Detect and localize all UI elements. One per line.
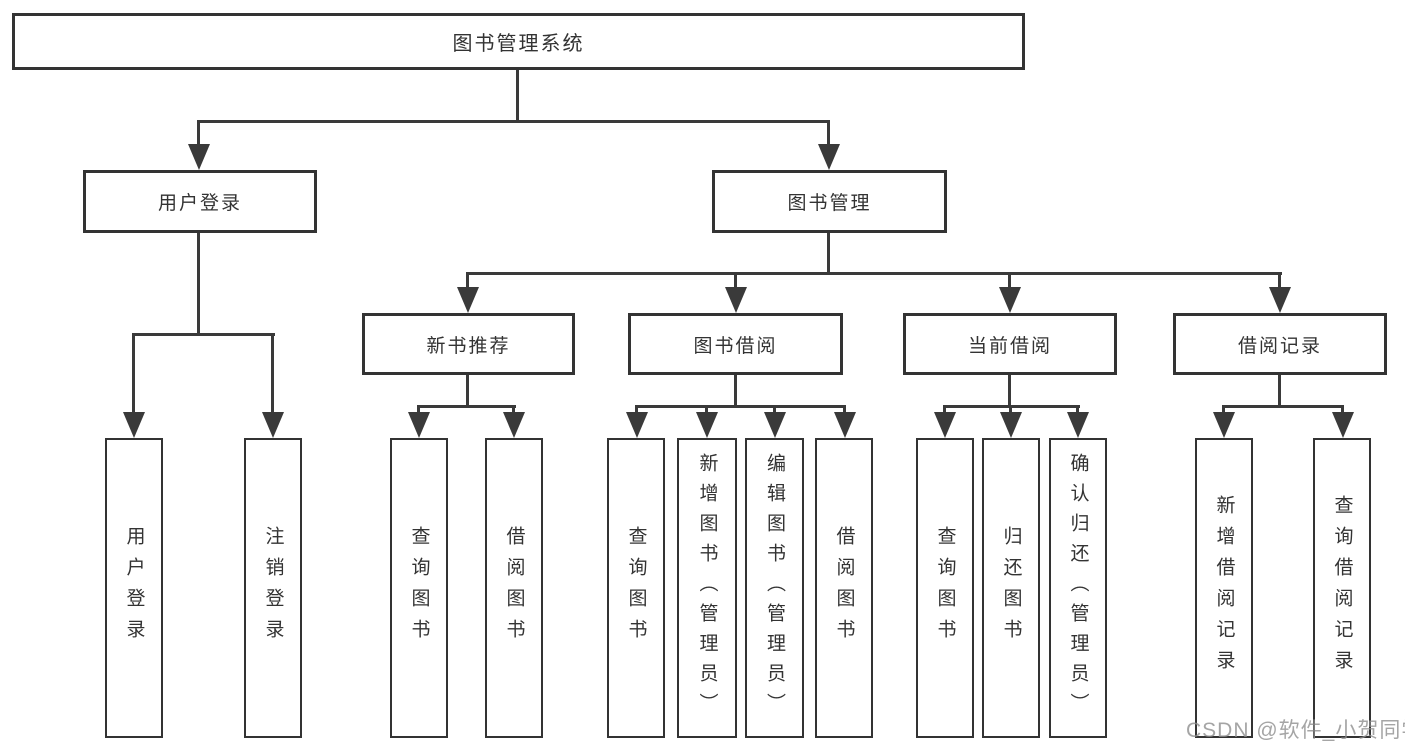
connector-line — [1076, 405, 1079, 414]
connector-line — [417, 405, 516, 408]
arrowhead-down-icon — [262, 412, 284, 438]
arrowhead-down-icon — [1213, 412, 1235, 438]
arrowhead-down-icon — [696, 412, 718, 438]
arrowhead-down-icon — [764, 412, 786, 438]
arrowhead-down-icon — [934, 412, 956, 438]
node-label: 新书推荐 — [426, 335, 511, 357]
arrowhead-down-icon — [626, 412, 648, 438]
arrowhead-down-icon — [1000, 412, 1022, 438]
node-new-book-recommend: 新书推荐 — [362, 313, 575, 375]
node-leaf-logout: 注销登录 — [244, 438, 302, 738]
connector-line — [512, 405, 515, 414]
node-label: 确认归还（管理员） — [1067, 453, 1089, 723]
connector-line — [1008, 272, 1011, 287]
arrowhead-down-icon — [1332, 412, 1354, 438]
node-leaf-add-borrow-record: 新增借阅记录 — [1195, 438, 1253, 738]
arrowhead-down-icon — [1269, 287, 1291, 313]
node-label: 图书借阅 — [693, 335, 778, 357]
node-borrowing-records: 借阅记录 — [1173, 313, 1387, 375]
node-leaf-edit-books-admin: 编辑图书（管理员） — [745, 438, 804, 738]
node-library-system: 图书管理系统 — [12, 13, 1025, 70]
arrowhead-down-icon — [188, 144, 210, 170]
connector-line — [773, 405, 776, 414]
node-leaf-query-books-2: 查询图书 — [607, 438, 665, 738]
node-book-management: 图书管理 — [712, 170, 947, 233]
connector-line — [132, 333, 275, 336]
connector-line — [635, 405, 846, 408]
connector-line — [1222, 405, 1225, 414]
connector-line — [943, 405, 946, 414]
arrowhead-down-icon — [999, 287, 1021, 313]
node-leaf-query-books-1: 查询图书 — [390, 438, 448, 738]
node-current-borrowing: 当前借阅 — [903, 313, 1117, 375]
arrowhead-down-icon — [457, 287, 479, 313]
connector-line — [1008, 375, 1011, 407]
node-label: 当前借阅 — [967, 335, 1052, 357]
connector-line — [1278, 375, 1281, 407]
connector-line — [516, 70, 519, 122]
connector-line — [466, 272, 469, 287]
node-user-login: 用户登录 — [83, 170, 317, 233]
arrowhead-down-icon — [834, 412, 856, 438]
node-label: 新增图书（管理员） — [696, 453, 718, 723]
node-label: 图书管理 — [787, 193, 872, 214]
arrowhead-down-icon — [818, 144, 840, 170]
node-label: 图书管理系统 — [452, 33, 585, 55]
connector-line — [197, 120, 830, 123]
node-label: 查询图书 — [934, 526, 956, 650]
node-leaf-query-borrow-record: 查询借阅记录 — [1313, 438, 1371, 738]
connector-line — [1222, 405, 1344, 408]
node-leaf-borrow-books-2: 借阅图书 — [815, 438, 873, 738]
connector-line — [271, 333, 274, 412]
node-leaf-query-books-3: 查询图书 — [916, 438, 974, 738]
node-label: 借阅图书 — [833, 526, 855, 650]
connector-line — [132, 333, 135, 412]
node-leaf-add-books-admin: 新增图书（管理员） — [677, 438, 737, 738]
connector-line — [734, 272, 737, 287]
node-label: 注销登录 — [262, 526, 284, 650]
connector-line — [466, 272, 1282, 275]
node-label: 借阅图书 — [503, 526, 525, 650]
node-leaf-borrow-books-1: 借阅图书 — [485, 438, 543, 738]
arrowhead-down-icon — [1067, 412, 1089, 438]
node-label: 新增借阅记录 — [1213, 495, 1235, 681]
arrowhead-down-icon — [503, 412, 525, 438]
node-book-borrowing: 图书借阅 — [628, 313, 843, 375]
connector-line — [466, 375, 469, 407]
node-label: 查询借阅记录 — [1331, 495, 1353, 681]
node-leaf-confirm-return-admin: 确认归还（管理员） — [1049, 438, 1107, 738]
node-label: 归还图书 — [1000, 526, 1022, 650]
node-label: 借阅记录 — [1237, 335, 1322, 357]
connector-line — [1009, 405, 1012, 414]
connector-line — [705, 405, 708, 414]
arrowhead-down-icon — [725, 287, 747, 313]
node-label: 查询图书 — [625, 526, 647, 650]
node-leaf-return-books: 归还图书 — [982, 438, 1040, 738]
node-label: 用户登录 — [123, 526, 145, 650]
connector-line — [197, 233, 200, 335]
arrowhead-down-icon — [408, 412, 430, 438]
connector-line — [635, 405, 638, 414]
connector-line — [1278, 272, 1281, 287]
connector-line — [843, 405, 846, 414]
node-label: 编辑图书（管理员） — [764, 453, 785, 723]
node-leaf-user-login: 用户登录 — [105, 438, 163, 738]
arrowhead-down-icon — [123, 412, 145, 438]
connector-line — [1341, 405, 1344, 414]
connector-line — [197, 120, 200, 144]
node-label: 查询图书 — [408, 526, 430, 650]
connector-line — [734, 375, 737, 407]
node-label: 用户登录 — [157, 193, 242, 214]
csdn-watermark: CSDN @软件_小贺同学 — [1186, 719, 1405, 742]
connector-line — [417, 405, 420, 414]
connector-line — [827, 120, 830, 144]
connector-line — [827, 233, 830, 274]
